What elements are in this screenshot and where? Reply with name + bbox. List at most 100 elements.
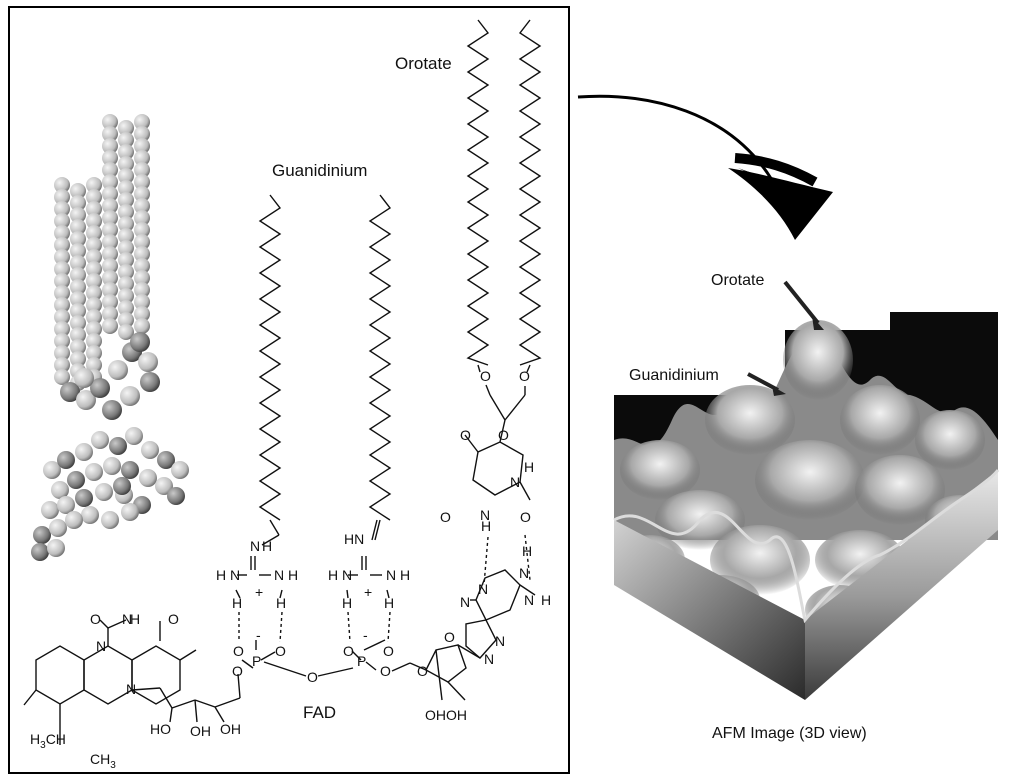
atom-sphere [70,267,86,283]
atom-sphere [49,519,67,537]
atom-sphere [86,249,102,265]
atom-sphere [54,237,70,253]
space-filling-model [31,114,189,561]
afm-peak [783,320,853,400]
atom-sphere [86,237,102,253]
atom-sphere [95,483,113,501]
atom-sphere [134,222,150,238]
label-guanidinium-left: Guanidinium [272,161,367,180]
atom-sphere [118,204,134,220]
atom-o: O [440,509,451,525]
atom-sphere [86,177,102,193]
atom-sphere [74,368,94,388]
atom-sphere [134,126,150,142]
atom-p: P [357,653,366,669]
atom-n: N [478,581,488,597]
atom-o: O [90,611,101,627]
atom-n: N [480,507,490,523]
label-orotate-right: Orotate [711,272,764,289]
atom-sphere [118,300,134,316]
atom-oh: OH [190,723,211,739]
chain-link [526,364,531,373]
atom-n: N [126,681,136,697]
atom-sphere [102,138,118,154]
atom-sphere [118,168,134,184]
atom-sphere [65,511,83,529]
atom-sphere [86,345,102,361]
atom-sphere [43,461,61,479]
afm-peak [855,455,945,525]
atom-sphere [51,481,69,499]
atom-n: N [122,611,132,627]
atom-ch3: CH3 [90,751,116,771]
atom-sphere [118,228,134,244]
atom-sphere [76,390,96,410]
atom-sphere [118,180,134,196]
atom-sphere [86,225,102,241]
atom-n: N [460,594,470,610]
atom-sphere [134,294,150,310]
chain-link [485,384,491,396]
atom-o: O [232,663,243,679]
atom-sphere [70,255,86,271]
atom-sphere [157,451,175,469]
atom-sphere [86,201,102,217]
atom-sphere [101,511,119,529]
atom-o: O [498,427,509,443]
alkyl-chain [466,19,490,366]
atom-n: N [386,567,396,583]
atom-sphere [54,297,70,313]
atom-sphere [54,201,70,217]
atom-sphere [75,489,93,507]
fad-skeleton [23,394,536,745]
atom-sphere [102,174,118,190]
atom-sphere [134,258,150,274]
atom-h: H [328,567,338,583]
atom-n: N [524,592,534,608]
atom-sphere [54,213,70,229]
atom-minus: - [363,627,368,643]
atom-sphere [140,372,160,392]
atom-sphere [81,506,99,524]
atom-sphere [134,270,150,286]
atom-sphere [102,258,118,274]
alkyl-chain [368,194,392,521]
atom-sphere [103,457,121,475]
afm-peak [755,440,865,520]
atom-h: H [288,567,298,583]
chain-link [374,519,381,541]
atom-n: N [250,538,260,554]
atom-sphere [155,477,173,495]
atom-sphere [57,451,75,469]
atom-sphere [118,216,134,232]
atom-sphere [118,324,134,340]
atom-o: O [480,368,491,384]
atom-sphere [86,189,102,205]
atom-sphere [109,437,127,455]
atom-sphere [86,273,102,289]
label-fad: FAD [303,703,336,722]
atom-sphere [130,332,150,352]
atom-sphere [134,306,150,322]
atom-sphere [54,273,70,289]
atom-sphere [102,198,118,214]
atom-sphere [91,431,109,449]
atom-sphere [102,210,118,226]
atom-n: N [230,567,240,583]
atom-o: O [380,663,391,679]
atom-sphere [86,333,102,349]
atom-sphere [90,378,110,398]
atom-sphere [54,177,70,193]
atom-h: H [232,595,242,611]
atom-o: O [519,368,530,384]
atom-sphere [70,315,86,331]
atom-sphere [70,219,86,235]
atom-sphere [70,243,86,259]
atom-sphere [125,427,143,445]
atom-sphere [134,114,150,130]
atom-h: H [400,567,410,583]
atom-h: H [130,611,140,627]
atom-n: N [96,638,106,654]
atom-o: O [417,663,428,679]
atom-sphere [102,150,118,166]
